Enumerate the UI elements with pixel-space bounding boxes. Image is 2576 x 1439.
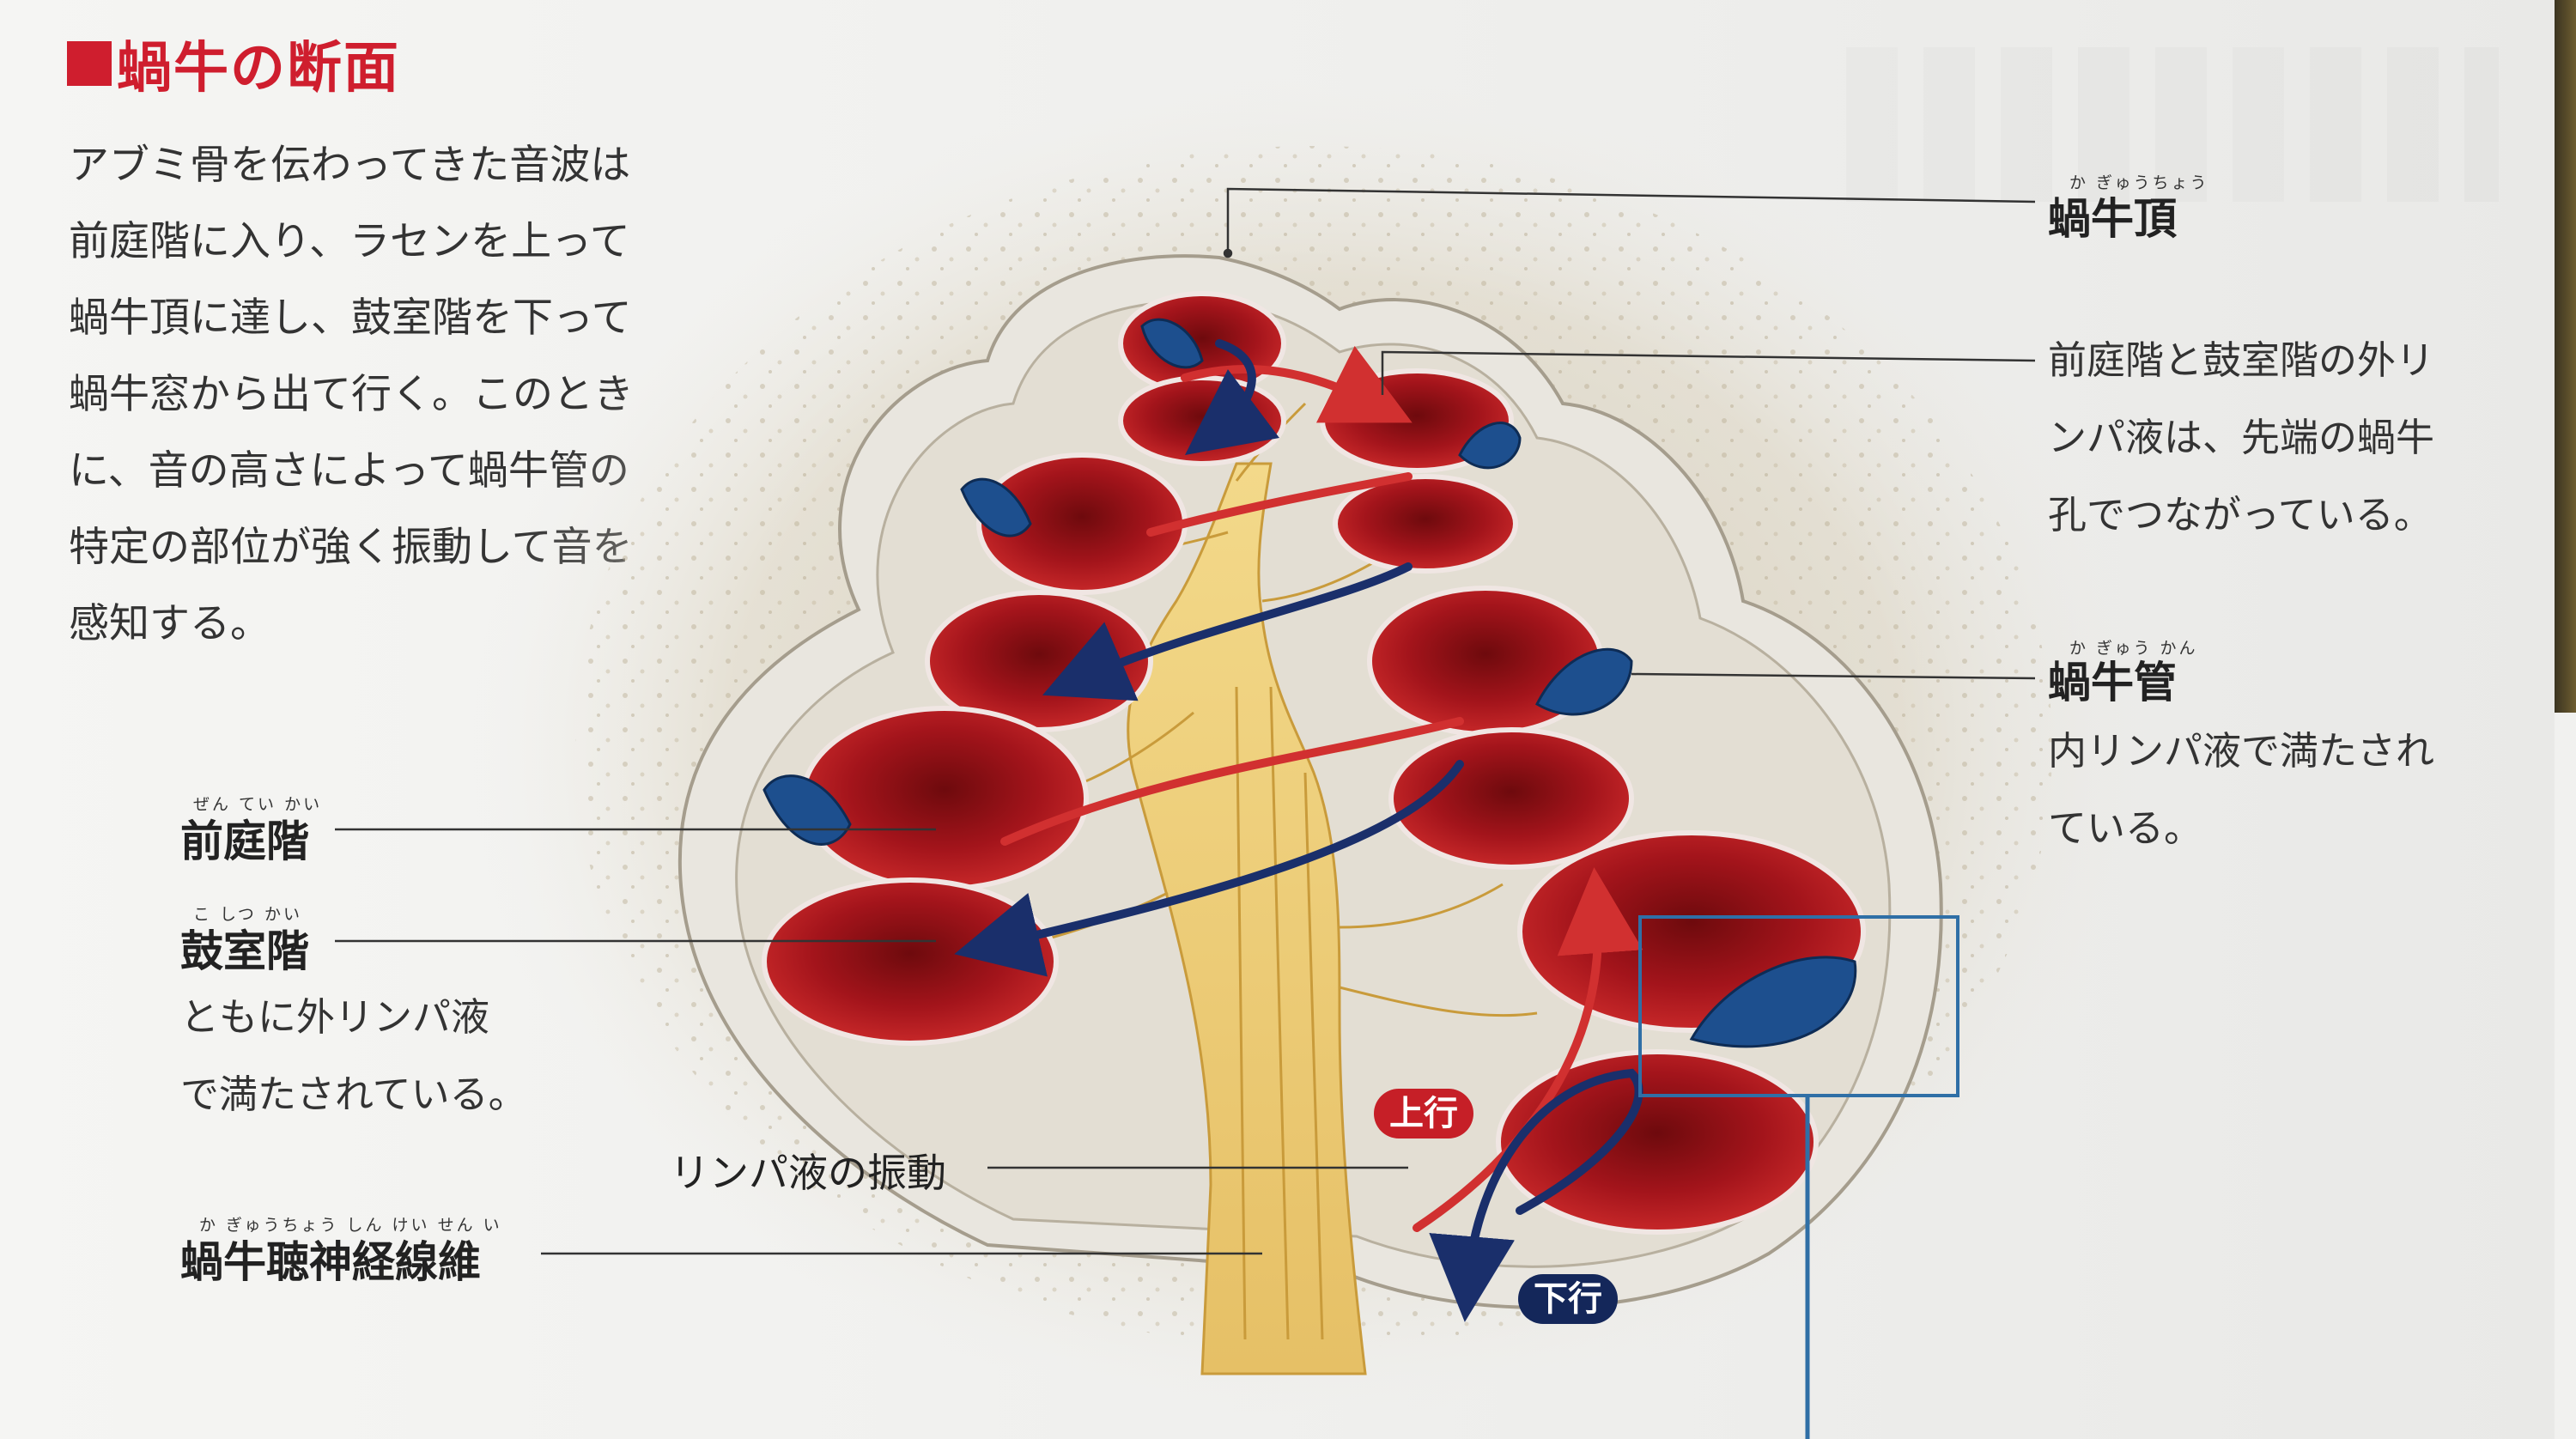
intro-line: アブミ骨を伝わってきた音波は xyxy=(69,142,631,189)
label-cochlear-nerve-fibers: 蝸牛聴神経線維 xyxy=(180,1237,481,1287)
note-line: ンパ液は、先端の蝸牛 xyxy=(2048,415,2435,460)
tympani-note: ともに外リンパ液 で満たされている。 xyxy=(180,979,527,1133)
ascending-badge: 上行 xyxy=(1374,1089,1473,1138)
intro-line: 蝸牛窓から出て行く。このとき xyxy=(69,371,634,418)
section-heading: 蝸牛の断面 xyxy=(67,24,400,103)
intro-line: 前庭階に入り、ラセンを上って xyxy=(69,218,630,265)
label-scala-vestibuli: 前庭階 xyxy=(180,817,309,866)
heading-square-icon xyxy=(67,41,112,86)
label-cochlear-apex: 蝸牛頂 xyxy=(2048,194,2177,244)
tympani-ruby: こ しつ かい xyxy=(193,905,302,924)
intro-line: に、音の高さによって蝸牛管の xyxy=(69,447,629,495)
descending-badge: 下行 xyxy=(1518,1274,1618,1324)
intro-line: 蝸牛頂に達し、鼓室階を下って xyxy=(69,294,632,342)
note-line: ともに外リンパ液 xyxy=(180,994,490,1040)
detail-box xyxy=(1638,915,1959,1097)
note-line: ている。 xyxy=(2048,805,2203,851)
nerve-trunk xyxy=(1127,462,1367,1375)
duct-ruby: か ぎゅう かん xyxy=(2069,639,2198,658)
apex-ruby: か ぎゅうちょう xyxy=(2069,173,2209,192)
nerve-ruby: か ぎゅうちょう しん けい せん い xyxy=(199,1216,502,1235)
leader-lines xyxy=(335,187,2036,1255)
faded-background-text xyxy=(1846,47,2499,202)
label-lymph-vibration: リンパ液の振動 xyxy=(670,1150,946,1196)
label-scala-tympani: 鼓室階 xyxy=(180,926,309,976)
note-line: で満たされている。 xyxy=(180,1072,527,1117)
page-edge xyxy=(2555,0,2576,713)
label-cochlear-duct: 蝸牛管 xyxy=(2048,658,2177,707)
note-line: 前庭階と鼓室階の外リ xyxy=(2048,337,2435,383)
duct-note: 内リンパ液で満たされ ている。 xyxy=(2048,713,2434,867)
intro-paragraph: アブミ骨を伝わってきた音波は 前庭階に入り、ラセンを上って 蝸牛頂に達し、鼓室階… xyxy=(69,127,721,662)
page-title: 蝸牛の断面 xyxy=(117,37,400,100)
vestibuli-ruby: ぜん てい かい xyxy=(193,795,323,814)
flow-spiral xyxy=(954,339,1643,1322)
intro-line: 感知する。 xyxy=(69,600,270,647)
note-line: 内リンパ液で満たされ xyxy=(2048,728,2435,774)
perilymph-note: 前庭階と鼓室階の外リ ンパ液は、先端の蝸牛 孔でつながっている。 xyxy=(2048,322,2434,554)
cochlear-ducts xyxy=(762,318,1857,1048)
note-line: 孔でつながっている。 xyxy=(2048,492,2433,537)
